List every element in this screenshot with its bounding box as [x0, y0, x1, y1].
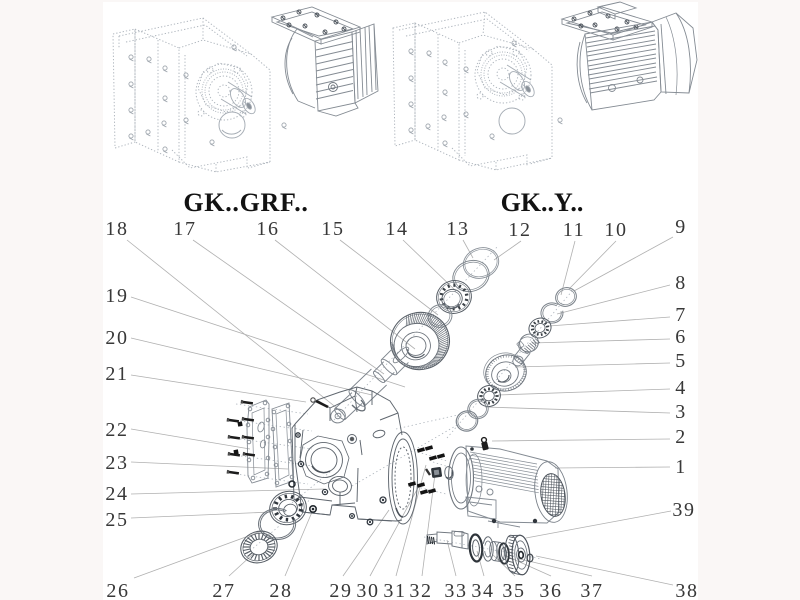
svg-text:29: 29	[329, 580, 352, 600]
svg-text:34: 34	[471, 580, 494, 600]
svg-text:6: 6	[675, 326, 687, 348]
svg-text:GK..GRF..: GK..GRF..	[183, 188, 308, 217]
svg-text:7: 7	[675, 304, 687, 326]
svg-text:36: 36	[539, 580, 562, 600]
svg-text:1: 1	[675, 456, 687, 478]
svg-text:39: 39	[672, 499, 695, 521]
svg-text:38: 38	[675, 580, 698, 600]
svg-text:20: 20	[105, 327, 128, 349]
svg-text:30: 30	[356, 580, 379, 600]
svg-text:13: 13	[446, 218, 469, 240]
svg-text:5: 5	[675, 350, 687, 372]
svg-text:12: 12	[508, 219, 531, 241]
svg-text:9: 9	[675, 216, 687, 238]
svg-text:32: 32	[409, 580, 432, 600]
svg-text:26: 26	[106, 580, 129, 600]
svg-text:3: 3	[675, 401, 687, 423]
svg-text:8: 8	[675, 272, 687, 294]
svg-text:19: 19	[105, 285, 128, 307]
svg-text:10: 10	[604, 219, 627, 241]
svg-text:33: 33	[444, 580, 467, 600]
svg-text:27: 27	[212, 580, 235, 600]
svg-text:2: 2	[675, 426, 687, 448]
svg-text:16: 16	[256, 218, 279, 240]
svg-text:35: 35	[502, 580, 525, 600]
svg-text:15: 15	[321, 218, 344, 240]
svg-text:23: 23	[105, 452, 128, 474]
svg-text:GK..Y..: GK..Y..	[501, 188, 584, 217]
svg-text:17: 17	[173, 218, 196, 240]
svg-text:18: 18	[105, 218, 128, 240]
svg-text:28: 28	[269, 580, 292, 600]
svg-text:37: 37	[580, 580, 603, 600]
svg-text:21: 21	[105, 363, 128, 385]
svg-text:22: 22	[105, 419, 128, 441]
svg-text:4: 4	[675, 377, 687, 399]
svg-text:24: 24	[105, 483, 128, 505]
svg-text:14: 14	[385, 218, 408, 240]
svg-text:31: 31	[383, 580, 406, 600]
svg-text:11: 11	[563, 219, 585, 241]
svg-text:25: 25	[105, 509, 128, 531]
